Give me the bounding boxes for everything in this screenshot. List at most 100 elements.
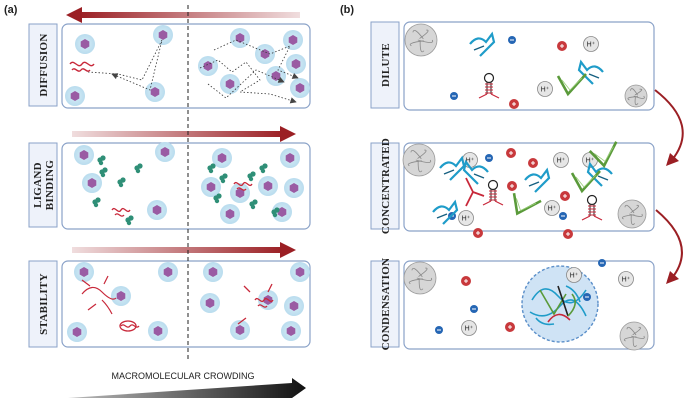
crowder bbox=[284, 296, 304, 316]
crowder bbox=[198, 56, 218, 76]
anion-icon bbox=[508, 36, 516, 44]
diffusion-label-box: DIFFUSION bbox=[28, 23, 58, 107]
condensation-label: CONDENSATION bbox=[380, 258, 392, 351]
crowder bbox=[220, 74, 240, 94]
ligand bbox=[247, 171, 256, 182]
cation-icon bbox=[563, 229, 573, 239]
ligand-binding-arrow bbox=[72, 126, 296, 142]
cation-icon bbox=[461, 276, 471, 286]
diffusion-arrow bbox=[66, 7, 300, 23]
crowder bbox=[67, 322, 87, 342]
cyan-protein bbox=[586, 161, 613, 187]
cation-icon bbox=[506, 148, 516, 158]
ligand-binding-label-box: LIGAND BINDING bbox=[28, 142, 58, 228]
crowder bbox=[290, 262, 310, 282]
crowder bbox=[230, 183, 250, 203]
green-protein bbox=[556, 73, 587, 97]
proton-label: H⁺ bbox=[586, 158, 595, 165]
transition-arrow-2 bbox=[655, 209, 683, 284]
crowder bbox=[200, 293, 220, 313]
crowder bbox=[201, 177, 221, 197]
cation-icon bbox=[509, 99, 519, 109]
ligand bbox=[97, 155, 106, 166]
crowder bbox=[145, 82, 165, 102]
crowder bbox=[290, 78, 310, 98]
crowder bbox=[74, 262, 94, 282]
crowder bbox=[148, 321, 168, 341]
crowder bbox=[230, 28, 250, 48]
panel-b-label: (b) bbox=[340, 4, 354, 16]
cation-icon bbox=[505, 322, 515, 332]
crowding-axis-label: MACROMOLECULAR CROWDING bbox=[111, 371, 254, 381]
grey-crowder-protein bbox=[624, 84, 648, 108]
proton-icon: H⁺ bbox=[553, 152, 569, 168]
proton-label: H⁺ bbox=[548, 206, 557, 213]
grey-crowder-protein bbox=[619, 321, 649, 351]
anion-icon bbox=[485, 154, 493, 162]
anion-icon bbox=[450, 92, 458, 100]
crowder-molecules bbox=[65, 25, 310, 342]
crowder bbox=[272, 202, 292, 222]
cation-icon bbox=[557, 41, 567, 51]
ligand-molecules bbox=[92, 155, 280, 226]
proton-label: H⁺ bbox=[462, 216, 471, 223]
ligand bbox=[134, 163, 143, 174]
panel-b-proteins bbox=[432, 31, 618, 225]
crowder bbox=[258, 176, 278, 196]
stability-label-box: STABILITY bbox=[28, 260, 58, 348]
proton-label: H⁺ bbox=[570, 273, 579, 280]
unfolded-protein bbox=[81, 275, 117, 315]
crowder bbox=[155, 142, 175, 162]
ligand bbox=[99, 167, 108, 178]
crowder bbox=[153, 25, 173, 45]
ligand bbox=[117, 177, 126, 188]
crowder bbox=[283, 30, 303, 50]
crowder bbox=[281, 321, 301, 341]
ligand bbox=[92, 197, 101, 208]
stability-arrow bbox=[72, 242, 296, 258]
ligand-binding-label-line2: BINDING bbox=[44, 160, 56, 211]
protein-diffusion bbox=[69, 61, 95, 72]
diffusion-paths bbox=[87, 39, 299, 104]
crowder bbox=[284, 178, 304, 198]
proton-icon: H⁺ bbox=[566, 267, 582, 283]
condensate-droplet bbox=[521, 265, 599, 343]
cation-icon bbox=[507, 181, 517, 191]
proton-icon: H⁺ bbox=[583, 36, 599, 52]
cation-icon bbox=[560, 191, 570, 201]
stability-label: STABILITY bbox=[38, 273, 50, 335]
proton-icon: H⁺ bbox=[458, 210, 474, 226]
concentrated-panel bbox=[403, 142, 655, 232]
ligand bbox=[249, 199, 258, 210]
proton-icon: H⁺ bbox=[618, 271, 634, 287]
concentrated-label-box: CONCENTRATED bbox=[370, 138, 400, 234]
cation-icon bbox=[528, 158, 538, 168]
crowding-ramp bbox=[68, 378, 306, 398]
cyan-protein bbox=[462, 159, 489, 185]
proton-label: H⁺ bbox=[541, 87, 550, 94]
cyan-protein bbox=[524, 167, 551, 193]
proton-label: H⁺ bbox=[466, 158, 475, 165]
anion-icon bbox=[583, 293, 591, 301]
anion-icon bbox=[559, 212, 567, 220]
grey-crowder-protein bbox=[403, 261, 437, 295]
rna-hairpin bbox=[478, 72, 500, 99]
cyan-protein bbox=[469, 31, 496, 57]
proton-icon: H⁺ bbox=[461, 320, 477, 336]
anion-icon bbox=[598, 259, 606, 267]
concentrated-label: CONCENTRATED bbox=[380, 138, 392, 234]
crowder bbox=[82, 173, 102, 193]
crowder bbox=[203, 262, 223, 282]
crowder bbox=[158, 262, 178, 282]
anion-icon bbox=[470, 305, 478, 313]
ligand bbox=[259, 163, 268, 174]
ligand bbox=[125, 215, 134, 226]
proton-label: H⁺ bbox=[465, 326, 474, 333]
crowder bbox=[255, 44, 275, 64]
crowder bbox=[74, 145, 94, 165]
ligand bbox=[207, 163, 216, 174]
proton-label: H⁺ bbox=[587, 42, 596, 49]
grey-crowder-protein bbox=[402, 143, 436, 177]
cyan-protein bbox=[432, 199, 459, 225]
red-protein bbox=[465, 177, 485, 207]
